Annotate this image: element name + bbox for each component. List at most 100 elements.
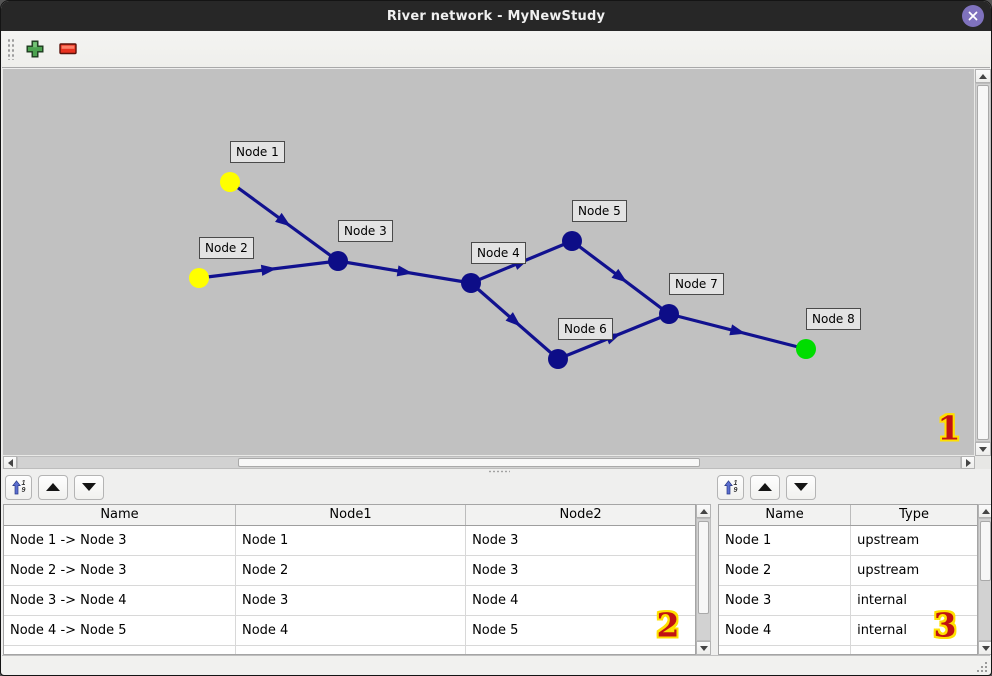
node-label[interactable]: Node 2 [199, 237, 254, 259]
table-cell[interactable]: Node 3 [465, 555, 695, 586]
column-header[interactable]: Node2 [465, 505, 695, 526]
edge-arrow-icon [275, 212, 291, 227]
graph-node[interactable] [328, 251, 348, 271]
nodes-table-scrollbar[interactable] [978, 504, 991, 655]
move-down-button[interactable] [786, 474, 816, 500]
node-label[interactable]: Node 4 [471, 242, 526, 264]
scrollbar-thumb[interactable] [238, 458, 700, 467]
graph-node[interactable] [548, 349, 568, 369]
scrollbar-track[interactable] [978, 518, 991, 641]
node-label[interactable]: Node 1 [230, 141, 285, 163]
graph-node[interactable] [461, 273, 481, 293]
arrow-down-icon [979, 446, 987, 452]
titlebar[interactable]: River network - MyNewStudy [1, 1, 991, 31]
table-cell[interactable]: Node 2 -> Node 3 [4, 555, 236, 586]
table-cell[interactable]: Node 1 [719, 525, 852, 556]
node-label[interactable]: Node 3 [338, 220, 393, 242]
table-cell[interactable]: Node 3 [465, 525, 695, 556]
node-label[interactable]: Node 5 [572, 200, 627, 222]
splitter-grip-icon [488, 470, 510, 473]
arrow-down-icon [699, 645, 708, 651]
table-cell[interactable]: Node 3 -> Node 4 [4, 585, 236, 616]
scrollbar-track[interactable] [696, 518, 711, 641]
scroll-down-button[interactable] [975, 442, 991, 456]
table-cell[interactable]: Node 4 [465, 585, 695, 616]
column-header[interactable]: Node1 [234, 505, 467, 526]
column-header[interactable]: Name [719, 505, 852, 526]
close-button[interactable] [962, 5, 984, 27]
table-cell[interactable]: Node 4 [719, 615, 852, 646]
network-canvas[interactable]: Node 1 Node 2 Node 3 Node 4 Node 5 Node 6 Node… [3, 69, 974, 455]
table-cell[interactable]: Node 2 [235, 555, 467, 586]
resize-grip[interactable] [973, 658, 987, 672]
table-cell[interactable]: Node 3 [719, 585, 852, 616]
node-label[interactable]: Node 7 [669, 273, 724, 295]
table-cell[interactable]: Node 3 [235, 585, 467, 616]
scroll-down-button[interactable] [978, 641, 991, 655]
scrollbar-thumb[interactable] [977, 85, 989, 440]
scroll-up-button[interactable] [975, 69, 991, 83]
scroll-up-button[interactable] [978, 504, 991, 518]
move-up-button[interactable] [38, 474, 68, 500]
scroll-down-button[interactable] [696, 641, 711, 655]
table-cell[interactable]: Node 1 -> Node 3 [4, 525, 236, 556]
scrollbar-thumb[interactable] [980, 521, 991, 581]
arrow-left-icon [7, 458, 13, 467]
table-cell[interactable] [719, 645, 852, 654]
move-down-button[interactable] [74, 474, 104, 500]
table-cell[interactable] [235, 645, 467, 654]
graph-node[interactable] [659, 304, 679, 324]
add-node-button[interactable] [22, 36, 48, 62]
table-cell[interactable]: internal [850, 585, 977, 616]
reaches-table-scrollbar[interactable] [696, 504, 711, 655]
table-cell[interactable]: internal [850, 615, 977, 646]
edge-arrow-icon [260, 264, 277, 276]
arrow-up-icon [699, 508, 708, 514]
table-cell[interactable]: upstream [850, 525, 977, 556]
column-header[interactable]: Type [850, 505, 977, 526]
table-cell[interactable]: upstream [850, 555, 977, 586]
horizontal-splitter[interactable] [2, 469, 990, 474]
table-cell[interactable]: Node 4 -> Node 5 [4, 615, 236, 646]
table-cell[interactable]: Node 2 [719, 555, 852, 586]
table-cell[interactable] [4, 645, 236, 654]
table-cell[interactable]: Node 1 [235, 525, 467, 556]
down-triangle-icon [794, 483, 808, 491]
graph-node[interactable] [220, 172, 240, 192]
table-cell[interactable]: Node 5 [465, 615, 695, 646]
edge-arrow-icon [729, 324, 746, 336]
column-header[interactable]: Name [4, 505, 236, 526]
canvas-vertical-scrollbar[interactable] [975, 69, 991, 456]
toolbar-drag-handle[interactable] [7, 38, 14, 60]
scroll-up-button[interactable] [696, 504, 711, 518]
table-cell[interactable]: Node 4 [235, 615, 467, 646]
toolbar [2, 31, 990, 68]
graph-node[interactable] [796, 339, 816, 359]
scrollbar-thumb[interactable] [698, 521, 709, 614]
scroll-left-button[interactable] [3, 456, 17, 469]
graph-node[interactable] [189, 268, 209, 288]
table-cell[interactable] [850, 645, 977, 654]
canvas-horizontal-scrollbar[interactable] [3, 456, 975, 469]
table-cell[interactable] [465, 645, 695, 654]
graph-node[interactable] [562, 231, 582, 251]
node-label[interactable]: Node 8 [806, 308, 861, 330]
move-up-button[interactable] [750, 474, 780, 500]
scrollbar-track[interactable] [17, 456, 961, 469]
remove-node-button[interactable] [55, 36, 81, 62]
scrollbar-track[interactable] [975, 83, 991, 442]
scroll-right-button[interactable] [961, 456, 975, 469]
node-label[interactable]: Node 6 [558, 318, 613, 340]
